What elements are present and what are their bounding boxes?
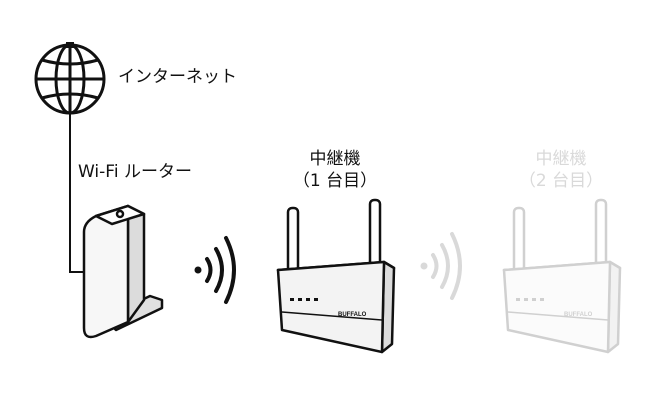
repeater-1-icon	[276, 198, 396, 354]
wifi-signal-icon-1	[194, 236, 236, 304]
repeater-1-subtitle: （1 台目）	[292, 171, 378, 191]
wifi-signal-icon-2	[420, 232, 462, 300]
wifi-router-icon	[82, 204, 164, 339]
repeater-2-brand: BUFFALO	[564, 312, 593, 318]
repeater-1-brand: BUFFALO	[338, 312, 367, 318]
repeater-2-subtitle: （2 台目）	[518, 171, 604, 191]
internet-label: インターネット	[118, 67, 237, 87]
repeater-2-title: 中継機	[535, 149, 587, 169]
globe-icon	[34, 42, 106, 115]
repeater-2-icon	[502, 198, 622, 354]
repeater-1-title: 中継機	[309, 149, 361, 169]
router-label: Wi-Fi ルーター	[78, 162, 192, 182]
